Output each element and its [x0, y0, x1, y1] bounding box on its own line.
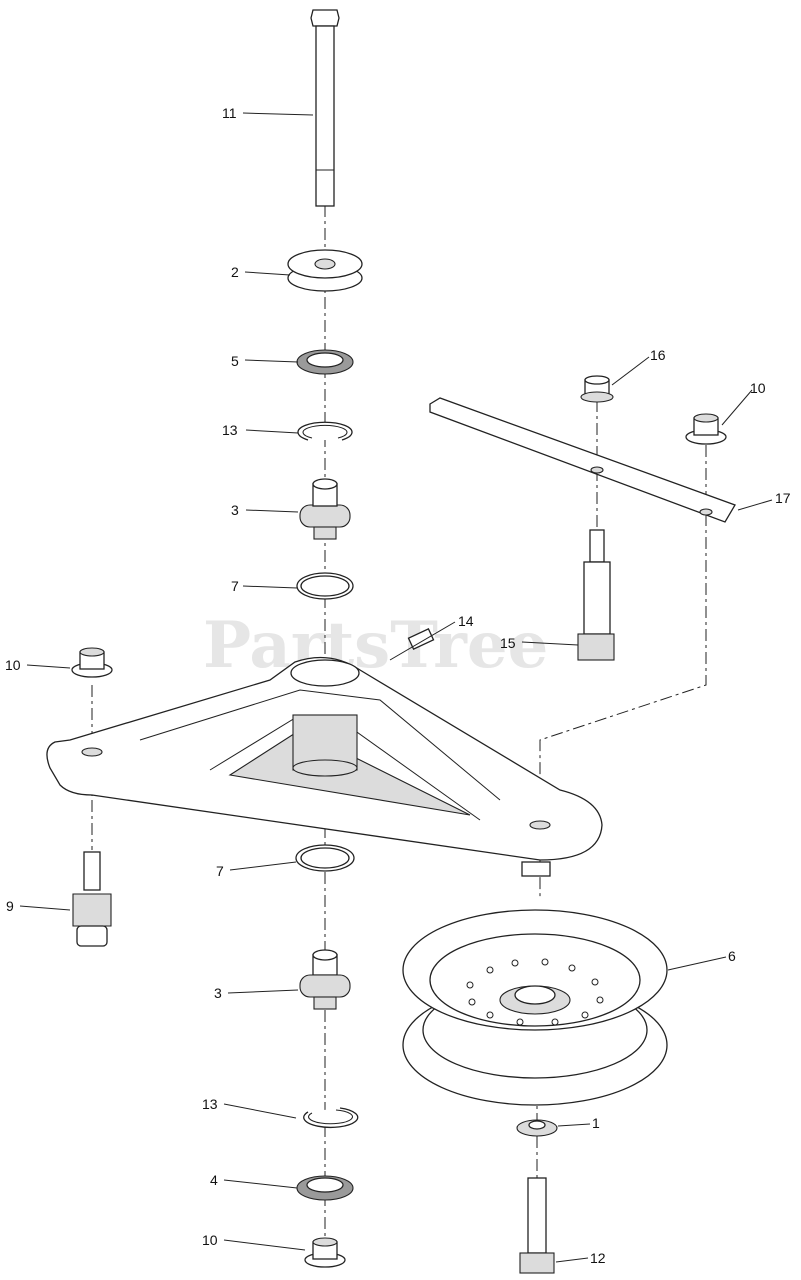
mount-bar-part [429, 397, 736, 523]
callout-9: 9 [6, 898, 14, 914]
callout-13-bottom: 13 [202, 1096, 218, 1112]
flange-nut-bottom-part [304, 1237, 346, 1268]
callout-leaders [19, 112, 773, 1263]
callout-10-left: 10 [5, 657, 21, 673]
callout-1: 1 [592, 1115, 600, 1131]
snap-ring-top-part [297, 421, 353, 441]
seal-part [296, 349, 354, 375]
callout-14: 14 [458, 613, 474, 629]
shoulder-bolt-part [577, 529, 615, 661]
callout-10-right: 10 [750, 380, 766, 396]
callout-15: 15 [500, 635, 516, 651]
callout-7-bottom: 7 [216, 863, 224, 879]
snap-ring-bottom-part [303, 1107, 359, 1129]
pulley-bolt-part [519, 1177, 555, 1274]
seal-bottom-part [296, 1175, 354, 1201]
callout-12: 12 [590, 1250, 606, 1266]
pivot-bolt-part [72, 851, 112, 947]
callout-7-top: 7 [231, 578, 239, 594]
idler-pulley-part [402, 909, 668, 1106]
bearing-cap-part [287, 249, 363, 292]
watermark: PartsTree [203, 608, 548, 683]
idler-arm-part [46, 656, 603, 877]
callout-10-bottom: 10 [202, 1232, 218, 1248]
callout-13-top: 13 [222, 422, 238, 438]
callout-17: 17 [775, 490, 791, 506]
grease-fitting-part [407, 628, 435, 650]
callout-16: 16 [650, 347, 666, 363]
bearing-top-part [299, 478, 351, 540]
nut-16-part [580, 375, 614, 403]
callout-11: 11 [222, 105, 237, 121]
callout-3-bottom: 3 [214, 985, 222, 1001]
callout-2: 2 [231, 264, 239, 280]
callout-6: 6 [728, 948, 736, 964]
flange-nut-right-part [685, 413, 727, 445]
flange-nut-left-part [71, 647, 113, 678]
callout-5: 5 [231, 353, 239, 369]
long-bolt-part [310, 9, 340, 207]
callout-3-top: 3 [231, 502, 239, 518]
washer-part [516, 1119, 558, 1137]
bearing-bottom-part [299, 949, 351, 1010]
callout-4: 4 [210, 1172, 218, 1188]
